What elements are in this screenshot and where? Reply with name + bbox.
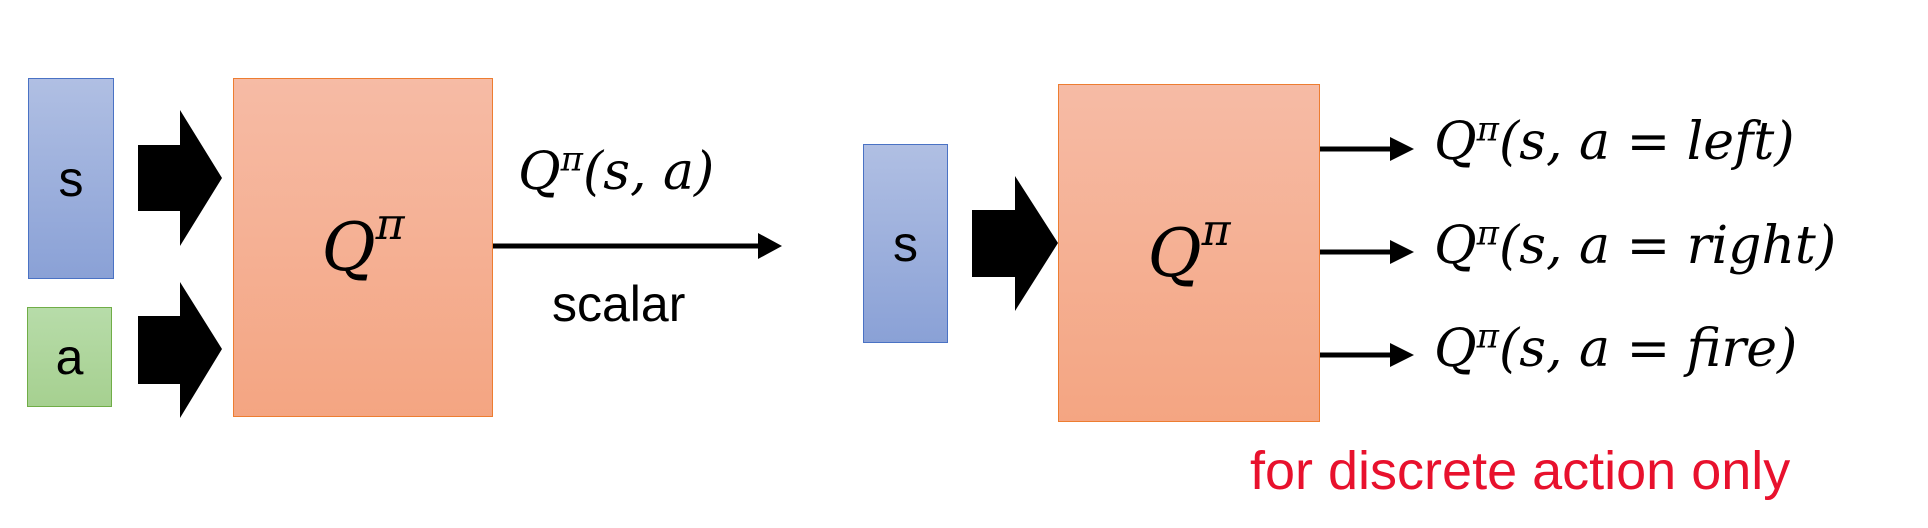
state-box-right: s: [863, 144, 948, 343]
output-q-fire: Qπ(s, a = fire): [1434, 316, 1798, 379]
q-function-symbol-right: Qπ: [1147, 204, 1231, 292]
q-function-box-right: Qπ: [1058, 84, 1320, 422]
output-q-left: Qπ(s, a = left): [1434, 109, 1795, 172]
action-box: a: [27, 307, 112, 407]
output-expression: Qπ(s, a): [518, 139, 715, 202]
state-input-arrow: [138, 110, 222, 246]
action-label: a: [55, 329, 84, 385]
output-arrow-head: [758, 233, 782, 259]
output-arrow-fire-head: [1390, 343, 1414, 367]
state-box: s: [28, 78, 114, 279]
discrete-action-note: for discrete action only: [1250, 441, 1791, 501]
output-caption: scalar: [552, 276, 686, 332]
q-function-box: Qπ: [233, 78, 493, 417]
output-arrow-right-head: [1390, 240, 1414, 264]
q-function-symbol: Qπ: [321, 199, 405, 287]
state-input-arrow-right: [972, 176, 1058, 311]
state-label: s: [58, 150, 84, 207]
output-q-right: Qπ(s, a = right): [1434, 213, 1837, 276]
output-arrow-left-head: [1390, 137, 1414, 161]
state-label-right: s: [893, 215, 918, 272]
action-input-arrow: [138, 282, 222, 418]
